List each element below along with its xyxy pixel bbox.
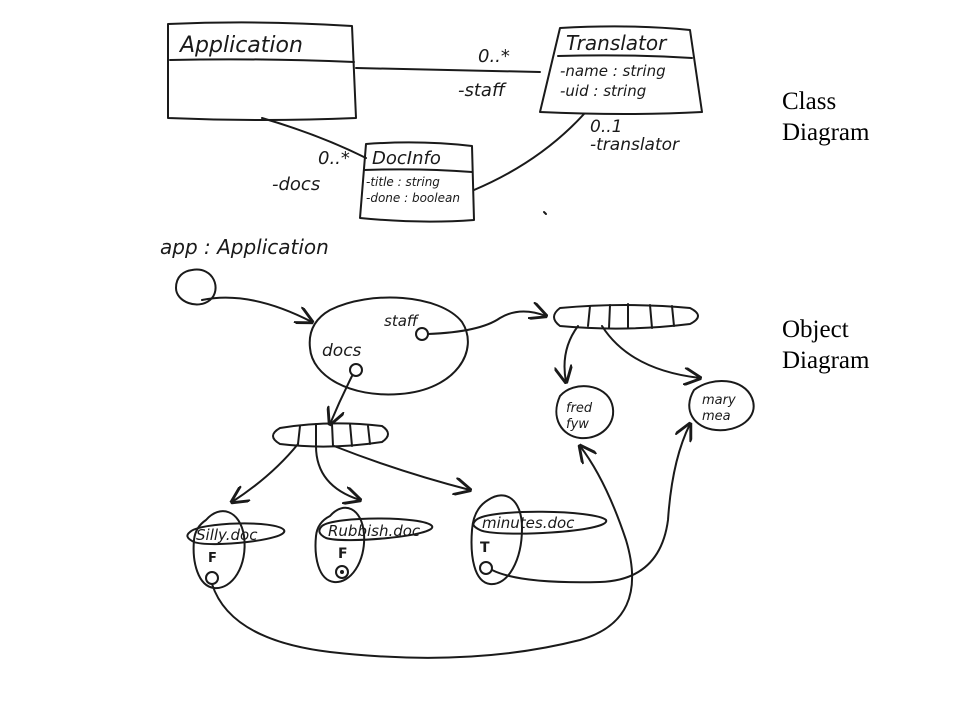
translator-association-line — [473, 113, 585, 191]
translator-class-name: Translator — [566, 31, 668, 55]
translator-object: fred fyw — [555, 385, 615, 440]
staff-field-reference — [415, 327, 429, 341]
document-done-flag: F — [208, 551, 217, 566]
app-variable-label: app : Application — [160, 235, 329, 259]
translator-object-line: mary — [702, 393, 736, 408]
translator-multiplicity: 0..1 — [590, 117, 622, 137]
translator-object-line: fyw — [566, 417, 589, 432]
docs-role: -docs — [272, 174, 320, 195]
translator-object-line: fred — [566, 401, 593, 416]
silly-translator-arrow — [211, 446, 634, 659]
application-object: staff docs — [308, 296, 469, 396]
object-diagram-label: Object Diagram — [782, 314, 922, 376]
staff-role: -staff — [458, 80, 507, 101]
application-class-name: Application — [178, 33, 303, 58]
docinfo-class-name: DocInfo — [372, 148, 441, 169]
staff-collection — [553, 303, 699, 330]
document-name: Rubbish.doc — [328, 522, 421, 540]
stray-mark — [543, 211, 547, 215]
app-to-object-arrow — [201, 296, 312, 322]
object-diagram-label-line: Diagram — [782, 347, 870, 374]
translator-attribute: -name : string — [560, 62, 666, 80]
document-translator-reference — [335, 565, 349, 579]
document-object: minutes.doc T — [470, 494, 608, 586]
class-diagram-label-line: Diagram — [782, 119, 870, 146]
translator-object-line: mea — [702, 409, 731, 424]
translator-object: mary mea — [688, 379, 755, 432]
docs-association-line — [261, 117, 367, 159]
application-class-box: Application — [167, 21, 357, 121]
document-done-flag: F — [338, 546, 348, 562]
docs-field-label: docs — [322, 341, 362, 361]
document-name: minutes.doc — [482, 514, 575, 532]
document-translator-reference — [205, 571, 219, 585]
document-translator-reference — [479, 561, 493, 575]
docs-multiplicity: 0..* — [318, 148, 350, 169]
docs-field-reference — [349, 363, 363, 377]
doc1-arrow — [232, 443, 299, 502]
minutes-translator-arrow — [491, 424, 690, 584]
doc2-arrow — [315, 445, 360, 500]
translator-role: -translator — [590, 135, 680, 155]
class-diagram-label-line: Class — [782, 88, 837, 115]
staff-item2-arrow — [601, 325, 700, 378]
docs-to-collection-arrow — [330, 375, 353, 424]
docinfo-attribute: -title : string — [366, 175, 440, 189]
doc3-arrow — [333, 445, 470, 490]
document-done-flag: T — [480, 540, 490, 556]
app-reference-circle — [175, 268, 217, 306]
document-object: Rubbish.doc F — [314, 506, 434, 584]
docinfo-class-box: DocInfo -title : string -done : boolean — [359, 141, 475, 223]
staff-multiplicity: 0..* — [478, 46, 510, 67]
class-diagram-label: Class Diagram — [782, 86, 922, 148]
translator-class-box: Translator -name : string -uid : string — [539, 25, 703, 115]
docinfo-attribute: -done : boolean — [366, 191, 460, 205]
translator-attribute: -uid : string — [560, 82, 646, 100]
object-diagram-label-line: Object — [782, 316, 849, 343]
staff-to-collection-arrow — [427, 311, 546, 335]
document-object: Silly.doc F — [186, 510, 286, 590]
staff-field-label: staff — [384, 312, 420, 330]
staff-item1-arrow — [565, 325, 579, 382]
docs-collection — [272, 422, 389, 448]
staff-association-line — [355, 67, 541, 73]
document-name: Silly.doc — [196, 526, 258, 544]
